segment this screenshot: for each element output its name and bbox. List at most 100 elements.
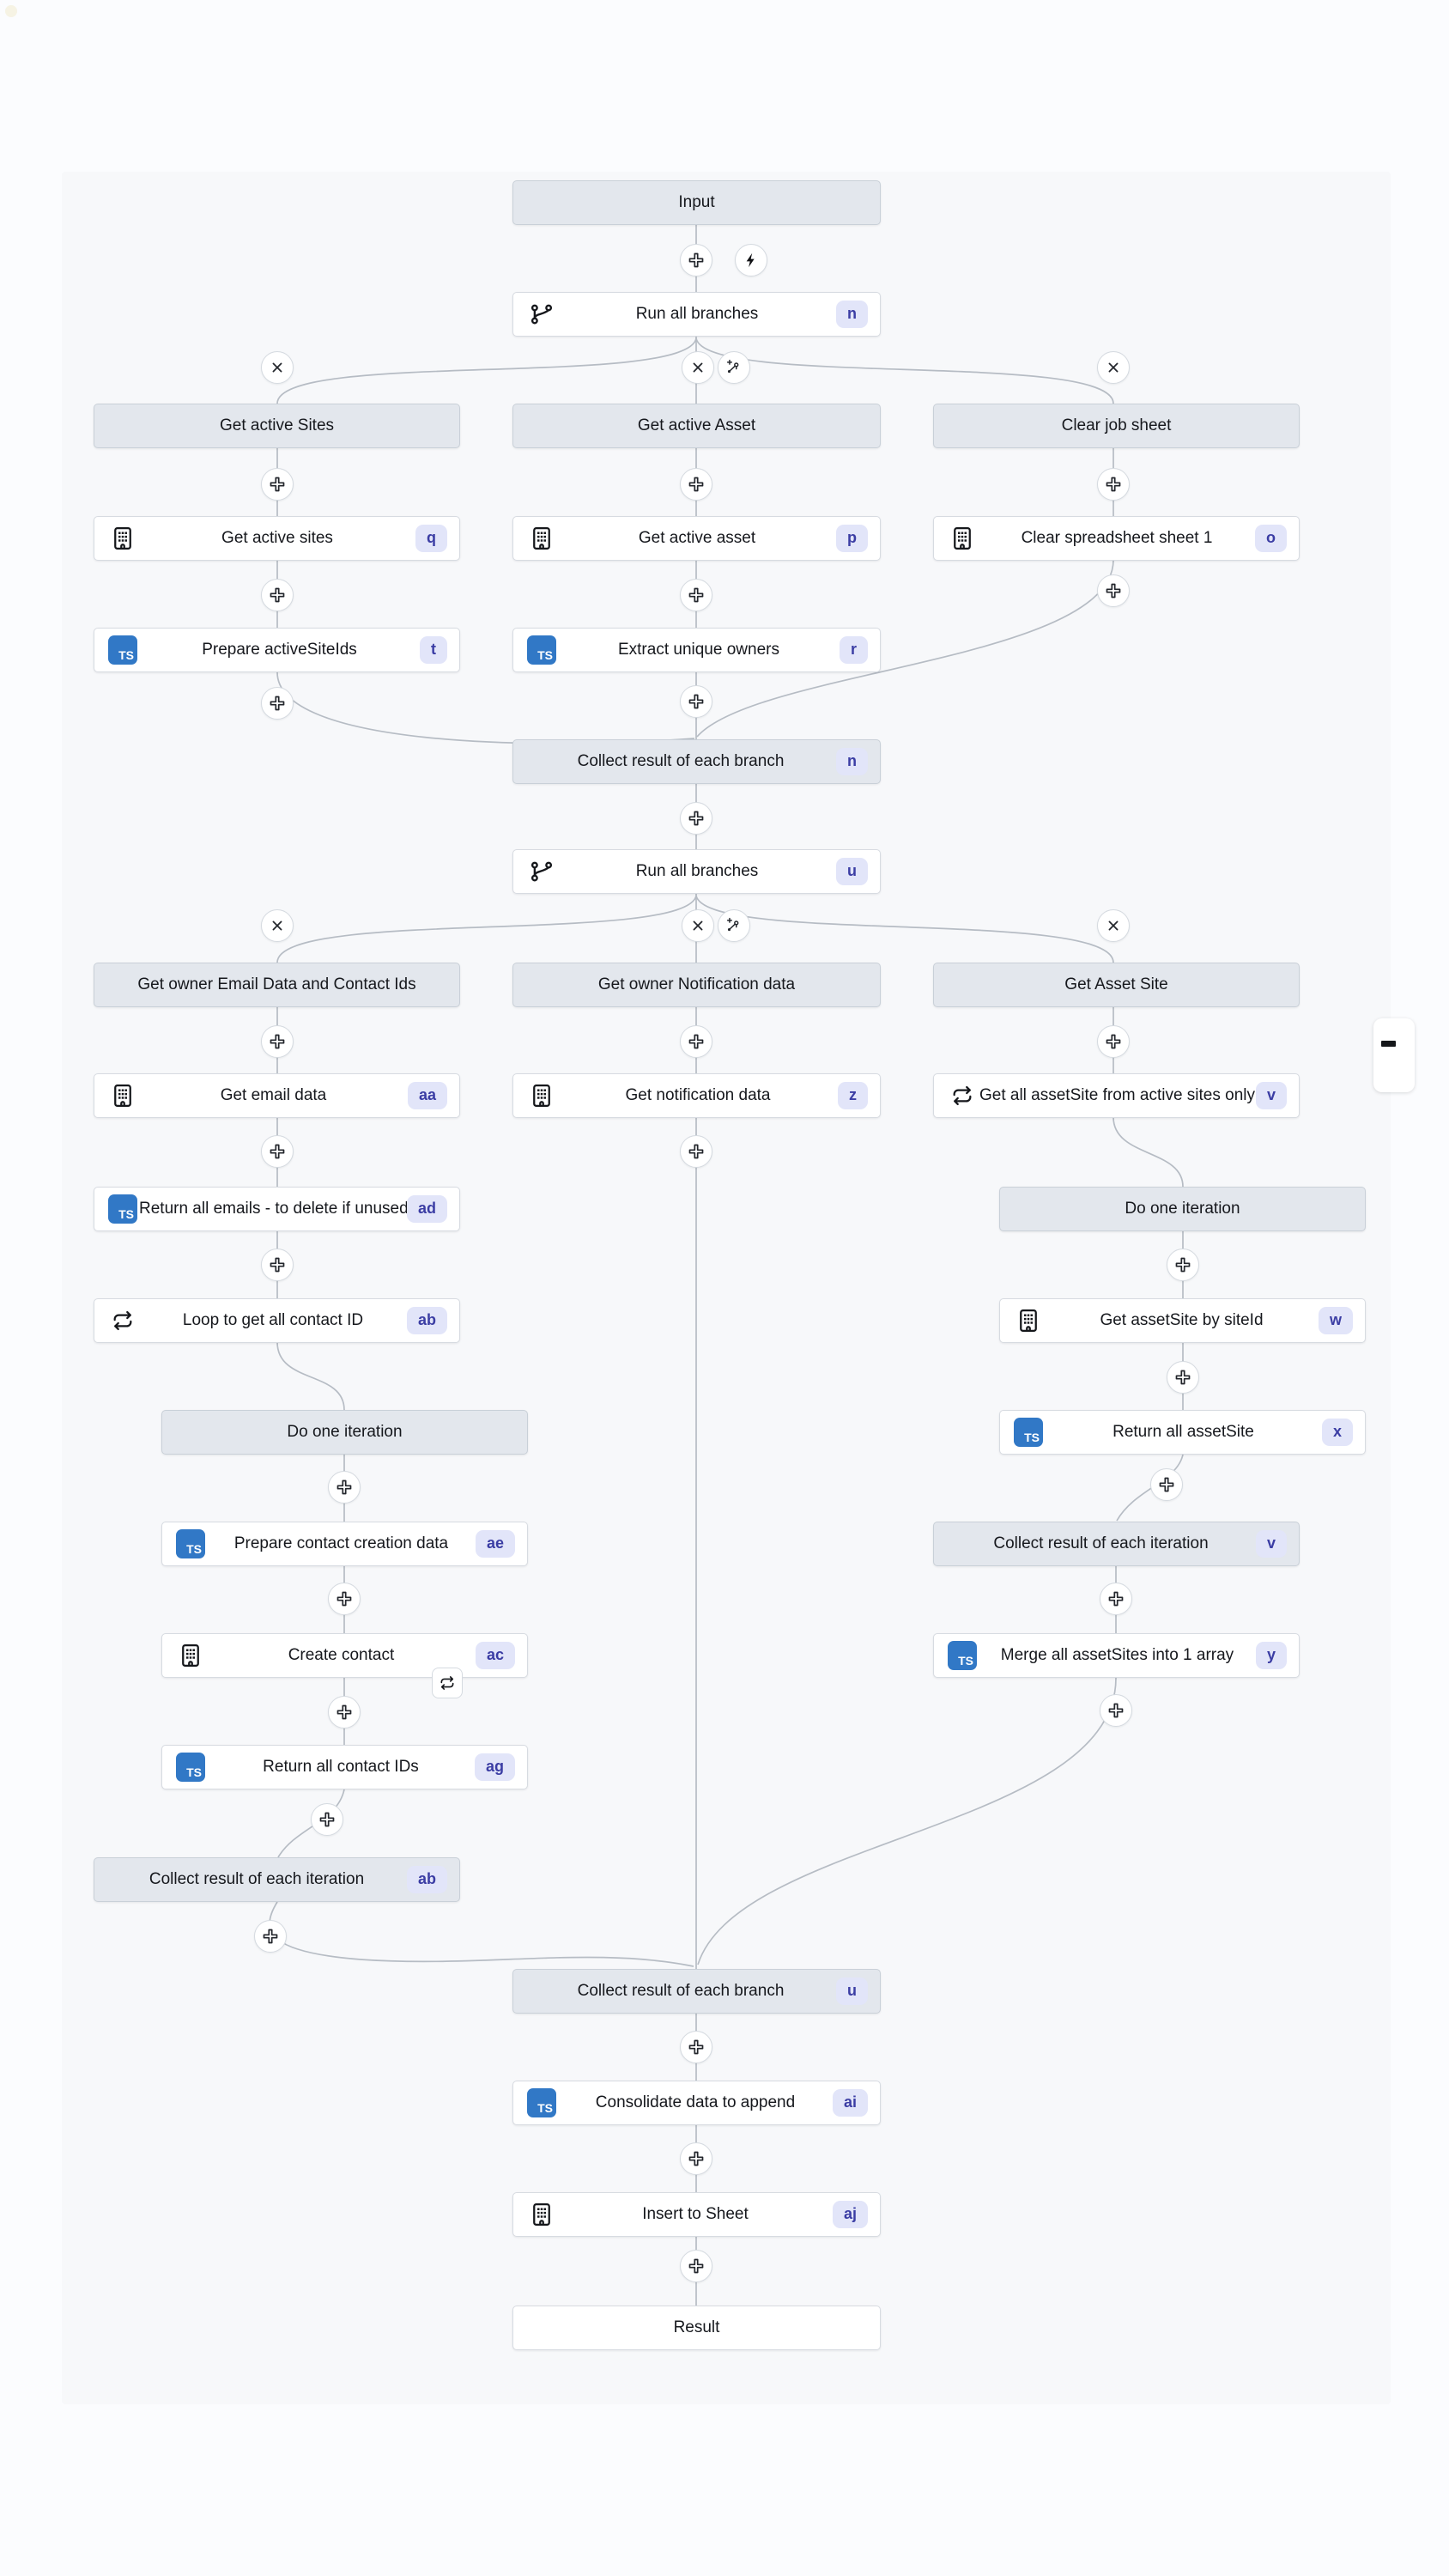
node-get-assetsite-by-siteid[interactable]: Get assetSite by siteId w xyxy=(999,1298,1366,1343)
node-get-asset-site-header[interactable]: Get Asset Site xyxy=(933,963,1300,1007)
delete-branch-button[interactable] xyxy=(261,351,294,384)
node-get-active-asset-header[interactable]: Get active Asset xyxy=(512,404,881,448)
add-step-button[interactable] xyxy=(261,468,294,501)
node-run-all-branches-2[interactable]: Run all branches u xyxy=(512,849,881,894)
node-badge: ab xyxy=(406,1307,447,1334)
node-return-all-assetsite[interactable]: TS Return all assetSite x xyxy=(999,1410,1366,1455)
node-get-active-sites[interactable]: Get active sites q xyxy=(94,516,460,561)
typescript-icon: TS xyxy=(525,635,558,665)
add-step-button[interactable] xyxy=(1167,1249,1199,1281)
screen-artifact xyxy=(5,5,17,17)
node-get-owner-notification-header[interactable]: Get owner Notification data xyxy=(512,963,881,1007)
node-label: Extract unique owners xyxy=(617,641,779,659)
delete-branch-button[interactable] xyxy=(682,909,714,942)
node-return-all-contact-ids[interactable]: TS Return all contact IDs ag xyxy=(161,1745,528,1789)
add-step-button[interactable] xyxy=(261,579,294,611)
node-collect-branch-2[interactable]: Collect result of each branch u xyxy=(512,1969,881,2014)
delete-branch-button[interactable] xyxy=(682,351,714,384)
node-collect-branch-1[interactable]: Collect result of each branch n xyxy=(512,739,881,784)
node-label: Clear spreadsheet sheet 1 xyxy=(1021,529,1213,547)
connector-line xyxy=(1113,1116,1184,1188)
add-step-button[interactable] xyxy=(1150,1468,1183,1501)
node-get-active-sites-header[interactable]: Get active Sites xyxy=(94,404,460,448)
add-step-button[interactable] xyxy=(261,1025,294,1058)
node-prepare-activesiteids[interactable]: TS Prepare activeSiteIds t xyxy=(94,628,460,672)
add-step-button[interactable] xyxy=(1097,574,1130,607)
node-label: Do one iteration xyxy=(287,1423,403,1441)
delete-branch-button[interactable] xyxy=(261,909,294,942)
node-label: Get active asset xyxy=(638,529,756,547)
canvas-side-handle[interactable] xyxy=(1373,1018,1415,1092)
add-step-button[interactable] xyxy=(680,2250,712,2282)
add-step-button[interactable] xyxy=(680,1025,712,1058)
delete-branch-button[interactable] xyxy=(1097,909,1130,942)
node-get-active-asset[interactable]: Get active asset p xyxy=(512,516,881,561)
building-icon xyxy=(525,523,558,554)
node-label: Result xyxy=(673,2318,720,2336)
add-step-button[interactable] xyxy=(680,2031,712,2063)
node-do-one-iteration-left[interactable]: Do one iteration xyxy=(161,1410,528,1455)
git-branch-icon xyxy=(525,856,558,887)
add-step-button[interactable] xyxy=(680,468,712,501)
node-result[interactable]: Result xyxy=(512,2306,881,2350)
add-step-button[interactable] xyxy=(1097,468,1130,501)
add-step-button[interactable] xyxy=(311,1803,343,1836)
node-input[interactable]: Input xyxy=(512,180,881,225)
node-collect-iteration-left[interactable]: Collect result of each iteration ab xyxy=(94,1857,460,1902)
node-return-all-emails[interactable]: TS Return all emails - to delete if unus… xyxy=(94,1187,460,1231)
add-step-button[interactable] xyxy=(328,1583,361,1615)
typescript-icon: TS xyxy=(174,1528,207,1559)
loop-indicator-icon[interactable] xyxy=(432,1668,463,1698)
node-merge-assetsites[interactable]: TS Merge all assetSites into 1 array y xyxy=(933,1633,1300,1678)
node-do-one-iteration-right[interactable]: Do one iteration xyxy=(999,1187,1366,1231)
add-step-button[interactable] xyxy=(1167,1361,1199,1394)
connector-line xyxy=(695,337,1114,404)
node-label: Merge all assetSites into 1 array xyxy=(1000,1646,1234,1664)
node-get-notification-data[interactable]: Get notification data z xyxy=(512,1073,881,1118)
add-step-button[interactable] xyxy=(680,1135,712,1168)
add-step-button[interactable] xyxy=(1100,1694,1132,1727)
add-step-button[interactable] xyxy=(680,244,712,276)
node-create-contact[interactable]: Create contact ac xyxy=(161,1633,528,1698)
connector-line xyxy=(276,337,697,404)
node-collect-iteration-right[interactable]: Collect result of each iteration v xyxy=(933,1522,1300,1566)
node-get-all-assetsite[interactable]: Get all assetSite from active sites only… xyxy=(933,1073,1300,1118)
add-step-button[interactable] xyxy=(261,1135,294,1168)
add-branch-button[interactable] xyxy=(718,909,750,942)
node-badge: ai xyxy=(832,2089,868,2117)
add-step-button[interactable] xyxy=(261,687,294,720)
node-badge: ag xyxy=(474,1753,515,1781)
add-step-button[interactable] xyxy=(328,1696,361,1728)
node-badge: ac xyxy=(475,1642,515,1669)
node-insert-to-sheet[interactable]: Insert to Sheet aj xyxy=(512,2192,881,2237)
node-consolidate-data[interactable]: TS Consolidate data to append ai xyxy=(512,2081,881,2125)
add-step-button[interactable] xyxy=(680,685,712,718)
add-step-button[interactable] xyxy=(328,1471,361,1504)
node-run-all-branches-1[interactable]: Run all branches n xyxy=(512,292,881,337)
delete-branch-button[interactable] xyxy=(1097,351,1130,384)
add-step-button[interactable] xyxy=(680,579,712,611)
add-step-button[interactable] xyxy=(1097,1025,1130,1058)
node-badge: ab xyxy=(406,1866,447,1893)
node-badge: ad xyxy=(406,1195,447,1223)
node-label: Collect result of each iteration xyxy=(993,1534,1209,1552)
node-clear-spreadsheet[interactable]: Clear spreadsheet sheet 1 o xyxy=(933,516,1300,561)
node-get-owner-email-header[interactable]: Get owner Email Data and Contact Ids xyxy=(94,963,460,1007)
node-prepare-contact-creation[interactable]: TS Prepare contact creation data ae xyxy=(161,1522,528,1566)
node-extract-unique-owners[interactable]: TS Extract unique owners r xyxy=(512,628,881,672)
node-clear-job-sheet-header[interactable]: Clear job sheet xyxy=(933,404,1300,448)
add-step-button[interactable] xyxy=(254,1920,287,1953)
add-step-button[interactable] xyxy=(1100,1583,1132,1615)
lightning-trigger-button[interactable] xyxy=(735,244,767,276)
add-step-button[interactable] xyxy=(680,2142,712,2175)
connector-line xyxy=(697,1677,1117,1965)
node-get-email-data[interactable]: Get email data aa xyxy=(94,1073,460,1118)
node-badge: p xyxy=(836,525,868,552)
building-icon xyxy=(106,1080,139,1111)
building-icon xyxy=(1012,1305,1045,1336)
add-branch-button[interactable] xyxy=(718,351,750,384)
connector-line xyxy=(696,559,1114,738)
node-loop-contact-id[interactable]: Loop to get all contact ID ab xyxy=(94,1298,460,1343)
add-step-button[interactable] xyxy=(680,802,712,835)
add-step-button[interactable] xyxy=(261,1249,294,1281)
